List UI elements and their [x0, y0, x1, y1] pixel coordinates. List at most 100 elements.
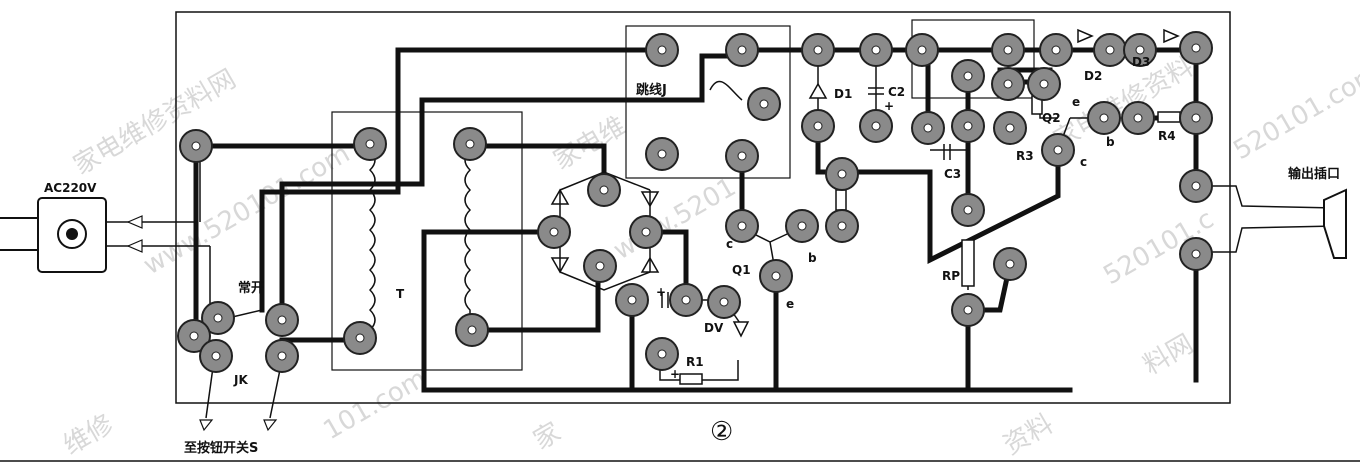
watermark-site-name-left: 家电维修资料网	[69, 64, 242, 181]
pad-bridge-top	[587, 173, 621, 207]
watermark-text-bottom-left: 维修	[59, 409, 119, 461]
pcb-board-outline	[175, 11, 1231, 404]
pad-d3-2	[1123, 33, 1157, 67]
pad-d3-1	[1093, 33, 1127, 67]
label-q2-e: e	[1072, 95, 1080, 109]
pad-bridge-left	[537, 215, 571, 249]
pad-c2-bottom	[859, 109, 893, 143]
pad-ac-top	[179, 129, 213, 163]
pad-bridge-bottom	[583, 249, 617, 283]
label-ac-input: AC220V	[44, 181, 97, 195]
pad-c3-left	[911, 111, 945, 145]
pad-q1-c	[725, 209, 759, 243]
label-q1: Q1	[732, 263, 751, 277]
pad-c2-top	[859, 33, 893, 67]
solder-pads	[177, 31, 1213, 373]
label-r1: R1	[686, 355, 704, 369]
transformer-region	[331, 111, 523, 371]
output-socket-lead-bottom	[1196, 225, 1337, 253]
pad-output-top	[1179, 31, 1213, 65]
transformer-primary-coil	[368, 149, 376, 352]
r2-resistor-symbol	[835, 189, 847, 211]
trace-secondary-bottom	[469, 263, 601, 333]
label-c2-plus: +	[884, 99, 894, 113]
watermark-url-center: www.5201	[609, 172, 742, 266]
label-q1-e: e	[786, 297, 794, 311]
c1-capacitor-symbol	[661, 292, 669, 308]
ac-plug	[0, 197, 210, 273]
pad-jk-1	[201, 301, 235, 335]
pad-jk-2	[177, 319, 211, 353]
label-q2: Q2	[1042, 111, 1061, 125]
pad-d2-3	[991, 67, 1025, 101]
pad-q1-b-1	[785, 209, 819, 243]
trace-ground-rail	[421, 229, 1073, 393]
wire-jumper-arc	[709, 80, 743, 101]
pad-q1-e	[759, 259, 793, 293]
watermark-url-left: www.520101.com	[139, 139, 356, 281]
label-r1-plus: +	[670, 367, 680, 381]
label-transformer: T	[396, 287, 405, 301]
pad-d2-2	[1039, 33, 1073, 67]
label-rp: RP	[942, 269, 960, 283]
switch-arrows	[199, 419, 278, 432]
pad-c3-right	[951, 109, 985, 143]
pad-q2-c	[1041, 133, 1075, 167]
watermark-text-bottom: 家	[529, 417, 567, 456]
pad-d1-bottom	[801, 109, 835, 143]
label-c3: C3	[944, 167, 961, 181]
pad-output-mid	[1179, 101, 1213, 135]
transformer-secondary-coil	[464, 149, 472, 330]
watermark-url-bottom: 101.com	[319, 363, 432, 446]
watermark-url-far-right: 520101.com	[1229, 59, 1360, 167]
ac-plug-socket-outer	[57, 219, 87, 249]
label-jk: JK	[233, 373, 248, 387]
pad-output-negative	[1179, 237, 1213, 271]
switch-arrow-2	[263, 419, 278, 432]
switch-arrow-1	[199, 419, 214, 432]
pad-rp-top	[951, 193, 985, 227]
figure-number: ②	[710, 417, 733, 447]
label-r4: R4	[1158, 129, 1176, 143]
pad-jumper-4	[645, 137, 679, 171]
pad-rp-bottom	[951, 293, 985, 327]
ac-plug-body	[37, 197, 107, 273]
pad-jumper-3	[747, 87, 781, 121]
pad-c1-minus	[615, 283, 649, 317]
output-socket	[1196, 185, 1347, 259]
pad-dv	[707, 285, 741, 319]
pad-q2-b-2	[1121, 101, 1155, 135]
component-labels: AC220V 跳线J D1 C2 + D2 D3 e Q2 b R4 c R3 …	[44, 55, 1340, 456]
c3-capacitor-symbol	[943, 144, 951, 160]
pad-d1-top	[801, 33, 835, 67]
label-q2-c: c	[1080, 155, 1087, 169]
output-socket-lead-top	[1196, 185, 1337, 209]
label-q1-c: c	[726, 237, 733, 251]
pad-q2-b-1	[1087, 101, 1121, 135]
pad-rp-wiper	[993, 247, 1027, 281]
pad-r3	[993, 111, 1027, 145]
ac-plug-socket-inner	[66, 228, 78, 240]
watermark-text-right: 料网	[1139, 329, 1199, 381]
d1-diode-symbol	[808, 82, 828, 99]
label-normally-open: 常开	[238, 280, 264, 296]
transformer-windings	[368, 149, 472, 352]
pad-jumper-2	[725, 33, 759, 67]
pad-jumper-5	[725, 139, 759, 173]
pad-r1	[645, 337, 679, 371]
pad-c1-plus	[669, 283, 703, 317]
label-jumper: 跳线J	[636, 82, 667, 98]
pad-t-primary-top	[353, 127, 387, 161]
label-q2-b: b	[1106, 135, 1115, 149]
pad-d2-4	[1027, 67, 1061, 101]
label-output-socket: 输出插口	[1288, 166, 1340, 182]
pad-r2-top	[825, 157, 859, 191]
output-socket-jack	[1323, 188, 1347, 259]
pad-jk-3	[199, 339, 233, 373]
d2-diode-symbol	[1077, 28, 1094, 44]
bridge-frame	[559, 171, 651, 291]
pad-switch-1	[265, 303, 299, 337]
pad-t-secondary-bottom	[455, 313, 489, 347]
pad-t-primary-bottom	[343, 321, 377, 355]
